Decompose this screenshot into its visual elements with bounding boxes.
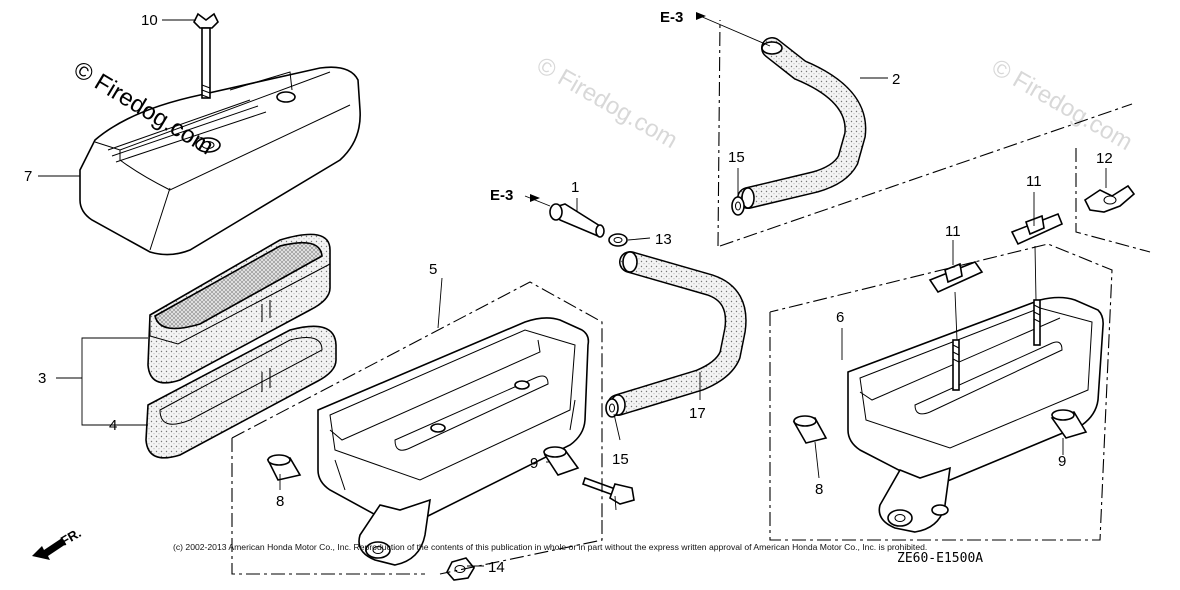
part-collar-left: [266, 454, 302, 481]
part-collar-9-left: [543, 446, 580, 476]
part-breather-fitting: [549, 203, 605, 238]
callouts: 10 7 3 4 5 8 9 14 1 13 15 17 2 15 6 8 9 …: [24, 12, 1113, 576]
callout-9-right: 9: [1058, 453, 1066, 470]
part-cleaner-case-left: [317, 317, 590, 566]
part-nut: [446, 557, 475, 581]
part-clip-15-mid: [605, 398, 619, 418]
part-clip-15-top: [731, 196, 745, 216]
ref-arrow-top-icon: [696, 12, 706, 20]
callout-3: 3: [38, 370, 46, 387]
part-pre-cleaner: [145, 325, 337, 459]
callout-8-left: 8: [276, 493, 284, 510]
ref-arrow-mid-icon: [530, 194, 540, 202]
callout-1: 1: [571, 179, 579, 196]
assembly-boundaries: [231, 19, 1151, 575]
arrow-left-icon: [32, 538, 66, 560]
callout-2: 2: [892, 71, 900, 88]
ref-label-mid: E-3: [490, 187, 513, 204]
callout-4: 4: [109, 417, 117, 434]
callout-13: 13: [655, 231, 672, 248]
callout-5: 5: [429, 261, 437, 278]
part-collar-8-right: [792, 415, 828, 444]
callout-11-right: 11: [1026, 173, 1042, 190]
callout-6: 6: [836, 309, 844, 326]
part-cleaner-case-right: [847, 296, 1104, 533]
diagram-code: ZE60-E1500A: [897, 551, 983, 566]
part-grommet-11-right: [1010, 212, 1064, 246]
part-wing-bolt: [193, 12, 219, 99]
callout-10: 10: [141, 12, 158, 29]
watermark-faint-1: © Firedog.com: [532, 52, 682, 154]
callout-7: 7: [24, 168, 32, 185]
watermark-faint-2: © Firedog.com: [987, 54, 1137, 156]
leader-lines: [38, 15, 1107, 567]
callout-14: 14: [488, 559, 505, 576]
callout-15-mid: 15: [612, 451, 629, 468]
part-filter-element: [147, 233, 331, 384]
front-direction-arrow: FR.: [32, 525, 84, 560]
ref-label-top: E-3: [660, 9, 683, 26]
part-flange-bolt: [581, 476, 635, 505]
copyright-notice: (c) 2002-2013 American Honda Motor Co., …: [173, 542, 927, 552]
part-collar-9-right: [1050, 409, 1088, 439]
part-tube-2: [737, 37, 867, 209]
callout-15-top: 15: [728, 149, 745, 166]
callout-8-right: 8: [815, 481, 823, 498]
part-grommet-11-left: [928, 261, 984, 294]
callout-9-left: 9: [530, 455, 538, 472]
callout-11-left: 11: [945, 223, 961, 240]
callout-17: 17: [689, 405, 706, 422]
part-wing-nut: [1083, 184, 1136, 213]
part-air-cleaner-cover: [79, 66, 361, 256]
part-clip-13: [608, 233, 628, 247]
part-tube-17: [607, 251, 747, 416]
callout-12: 12: [1096, 150, 1113, 167]
